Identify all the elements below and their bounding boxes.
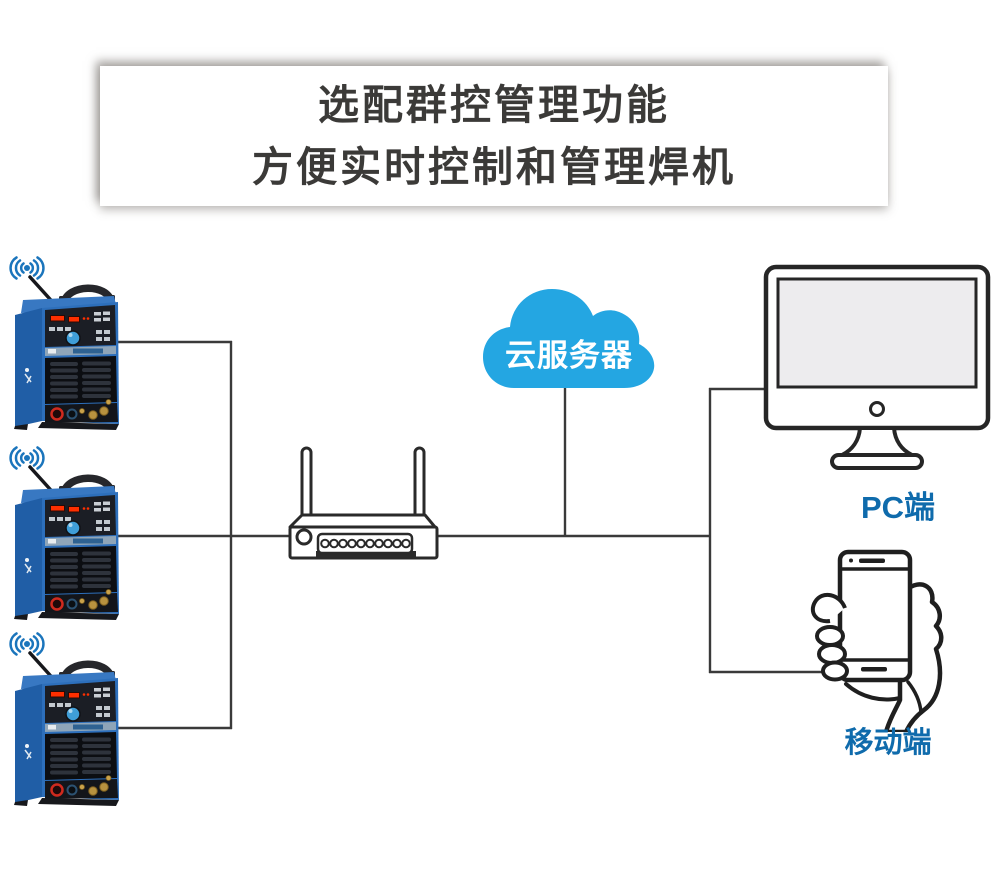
router-icon: [288, 446, 439, 560]
phone-home-bar: [861, 667, 887, 672]
router-top: [288, 513, 437, 529]
hand-fingers: [844, 682, 902, 702]
title-line-2: 方便实时控制和管理焊机: [252, 144, 736, 190]
pc-monitor-icon: [763, 264, 991, 470]
welding-machine-2: [8, 442, 122, 620]
hand-palm: [883, 582, 944, 732]
welding-machine-1: [8, 252, 122, 430]
monitor-button: [869, 401, 885, 417]
cloud-server-label: 云服务器: [505, 338, 633, 373]
mobile-label: 移动端: [844, 727, 932, 759]
router-antenna-right: [413, 446, 426, 522]
title-line-1: 选配群控管理功能: [318, 82, 670, 128]
smartphone-icon: [837, 549, 913, 683]
hand-finger-line: [906, 680, 923, 714]
router-antenna-left: [300, 446, 313, 522]
hand-thumb: [810, 592, 849, 682]
monitor-neck: [840, 426, 914, 457]
pc-label: PC端: [860, 490, 936, 525]
router-led-ports: [320, 538, 411, 549]
phone-camera-dot: [849, 558, 853, 563]
title-banner: 选配群控管理功能 方便实时控制和管理焊机: [100, 66, 888, 206]
monitor-screen: [776, 277, 978, 389]
phone-speaker: [859, 558, 885, 563]
welding-machine-3: [8, 628, 122, 806]
smartphone-in-hand-icon: [810, 549, 944, 732]
monitor-base: [830, 453, 924, 470]
phone-body: [837, 549, 913, 683]
router-power-light: [295, 528, 313, 546]
cloud-icon: [483, 289, 655, 388]
